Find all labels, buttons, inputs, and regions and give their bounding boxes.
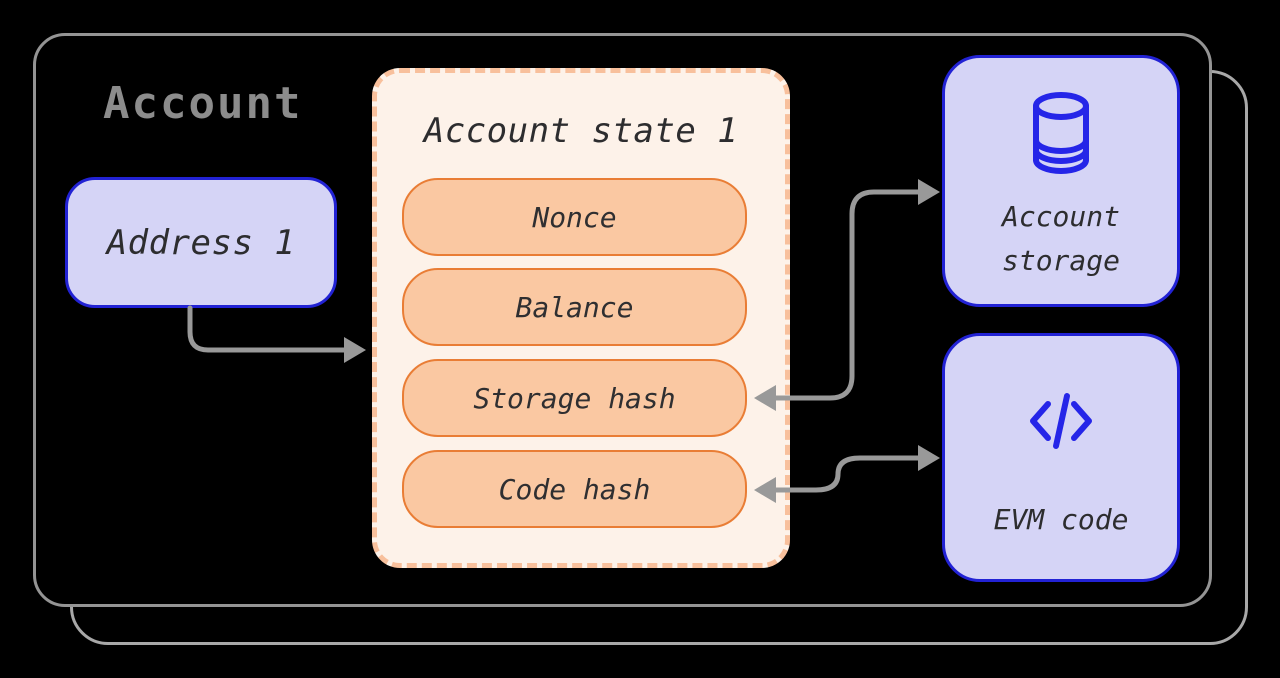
card-title: Account xyxy=(103,78,303,129)
address-label: Address 1 xyxy=(106,222,296,263)
account-storage-label: Account storage xyxy=(1001,200,1120,277)
code-icon xyxy=(1030,393,1092,449)
state-field-code-hash: Code hash xyxy=(402,450,747,528)
account-state-title: Account state 1 xyxy=(423,111,739,151)
account-storage-box: Account storage xyxy=(942,55,1180,307)
state-field-storage-hash: Storage hash xyxy=(402,359,747,437)
evm-code-label: EVM code xyxy=(993,502,1129,536)
state-field-nonce: Nonce xyxy=(402,178,747,256)
database-icon xyxy=(1033,92,1089,174)
evm-code-box: EVM code xyxy=(942,333,1180,582)
address-box: Address 1 xyxy=(65,177,337,308)
state-field-balance: Balance xyxy=(402,268,747,346)
account-state-box: Account state 1 Nonce Balance Storage ha… xyxy=(372,68,790,568)
